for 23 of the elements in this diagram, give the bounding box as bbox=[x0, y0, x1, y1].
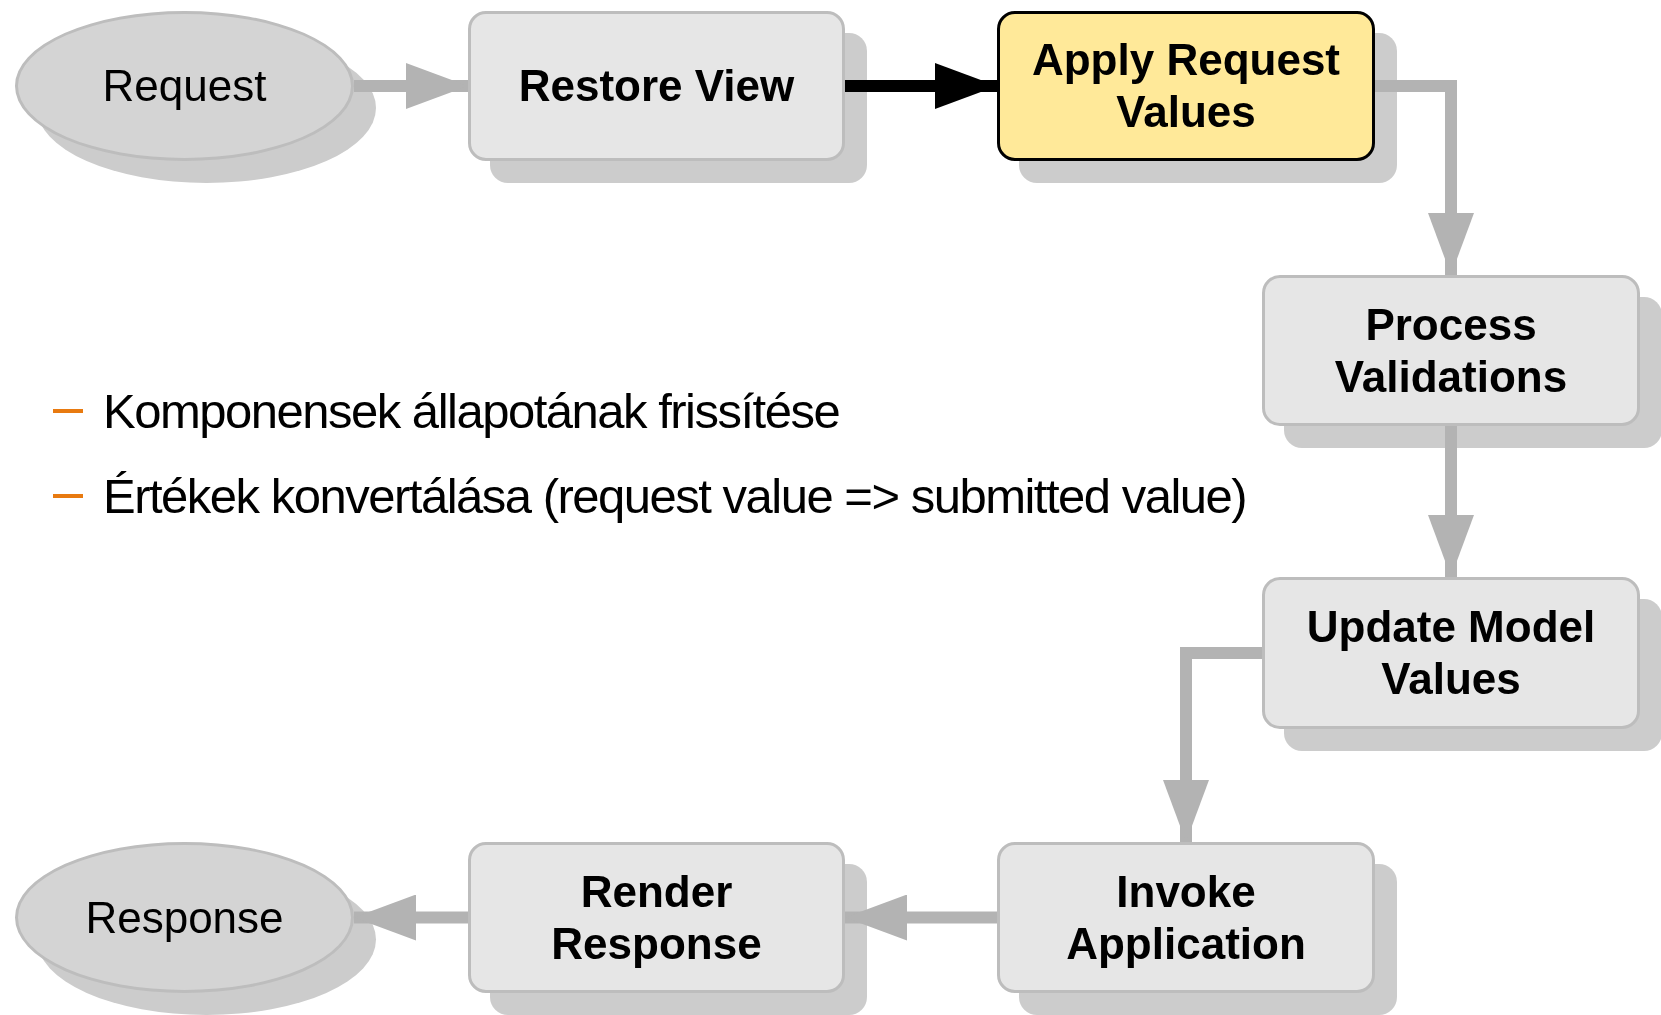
node-label: Render Response bbox=[550, 865, 763, 970]
arrow bbox=[354, 894, 468, 941]
phase-box bbox=[468, 11, 845, 161]
phase-box bbox=[468, 842, 845, 993]
node-label: Invoke Application bbox=[1065, 865, 1307, 970]
arrow bbox=[1428, 426, 1474, 577]
arrow bbox=[845, 894, 997, 941]
arrow bbox=[1375, 80, 1474, 275]
node-label: Update Model Values bbox=[1305, 601, 1597, 705]
bullet-text: Komponensek állapotának frissítése bbox=[103, 383, 840, 439]
arrow bbox=[845, 63, 997, 109]
node-label: Process Validations bbox=[1333, 298, 1569, 403]
node-label: Request bbox=[101, 60, 268, 112]
bullet-text: Értékek konvertálása (request value => submitted value) bbox=[103, 468, 1247, 524]
node-label: Apply Request Values bbox=[1030, 34, 1341, 138]
phase-box bbox=[997, 842, 1375, 993]
arrow bbox=[354, 63, 468, 109]
phase-box bbox=[1262, 577, 1640, 729]
node-label: Response bbox=[84, 891, 285, 944]
phase-box bbox=[997, 11, 1375, 161]
node-label: Restore View bbox=[517, 60, 796, 112]
phase-box bbox=[1262, 275, 1640, 426]
arrow bbox=[1163, 647, 1262, 842]
